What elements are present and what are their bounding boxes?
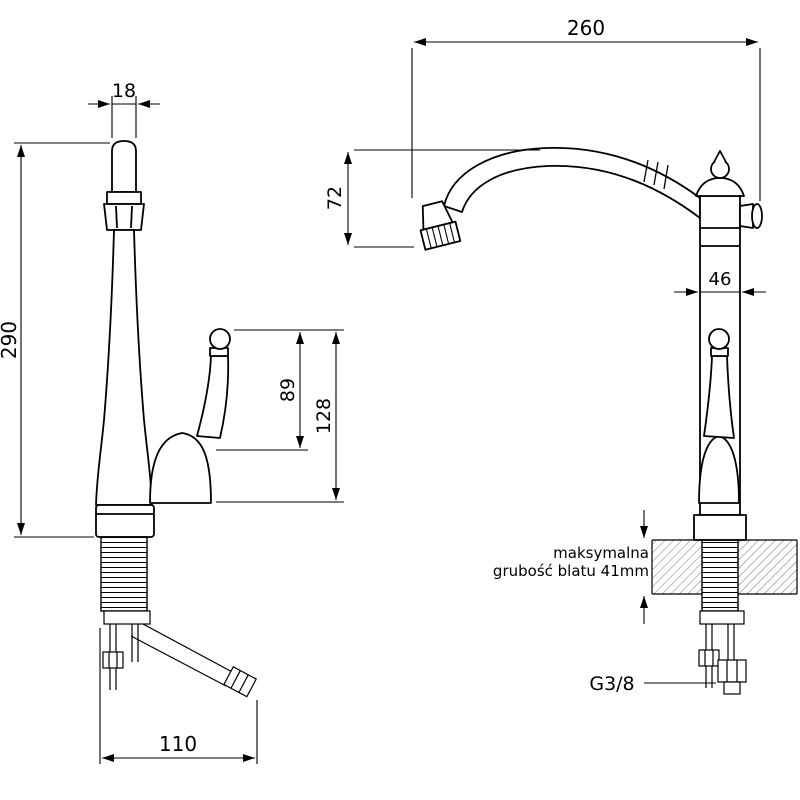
side-mounting-hardware xyxy=(698,539,747,695)
countertop xyxy=(651,539,798,595)
front-dimension-lines xyxy=(14,96,344,764)
side-threaded-shank xyxy=(701,539,739,612)
front-hose-nut xyxy=(223,666,258,698)
label-body-width: 46 xyxy=(709,269,732,290)
side-base-shape xyxy=(693,514,747,541)
label-spout-drop: 72 xyxy=(324,186,346,210)
label-total-height: 290 xyxy=(0,321,21,359)
front-body-shape xyxy=(95,229,153,506)
front-threaded-shank xyxy=(100,536,148,612)
front-base-shape xyxy=(95,504,155,538)
label-handle-total: 128 xyxy=(313,398,335,434)
side-stud-nut xyxy=(698,649,720,667)
side-cap-shape xyxy=(695,177,745,197)
side-finial-tip-shape xyxy=(713,150,727,163)
side-view xyxy=(419,146,763,541)
label-counter-note-line2: grubość blatu 41mm xyxy=(493,562,649,580)
front-collar-shape xyxy=(106,191,142,205)
dimension-labels: 18 290 89 128 110 260 72 46 maksymalna g… xyxy=(0,16,731,756)
side-bracket xyxy=(699,610,745,625)
countertop-hatch-right xyxy=(738,540,797,594)
side-aerator xyxy=(419,200,462,251)
front-mounting-hardware xyxy=(100,536,258,698)
front-nut-shape xyxy=(103,203,145,231)
label-thread: G3/8 xyxy=(589,673,634,695)
front-bracket xyxy=(103,610,151,625)
side-knob-cap-shape xyxy=(751,203,763,229)
label-handle-upper: 89 xyxy=(277,378,299,402)
side-dimension-lines xyxy=(344,38,766,684)
side-handle-ball-shape xyxy=(708,328,730,350)
label-spout-reach: 260 xyxy=(567,16,605,40)
label-counter-note-line1: maksymalna xyxy=(553,544,649,562)
g38-fitting-tip xyxy=(723,681,741,695)
countertop-hatch-left xyxy=(652,540,702,594)
front-spout-tube-shape xyxy=(111,140,137,193)
side-spout-shape xyxy=(443,146,701,219)
side-knob-shape xyxy=(739,203,754,229)
front-handle-ball-shape xyxy=(209,328,231,350)
front-handle-bell-shape xyxy=(149,432,212,504)
g38-fitting xyxy=(717,659,747,683)
label-spout-width: 18 xyxy=(112,80,136,102)
label-bottom-width: 110 xyxy=(159,732,197,756)
front-view xyxy=(95,140,231,538)
side-finial-ball-shape xyxy=(710,159,730,179)
front-stud-nut xyxy=(102,651,124,669)
front-handle-shaft-shape xyxy=(196,355,230,439)
